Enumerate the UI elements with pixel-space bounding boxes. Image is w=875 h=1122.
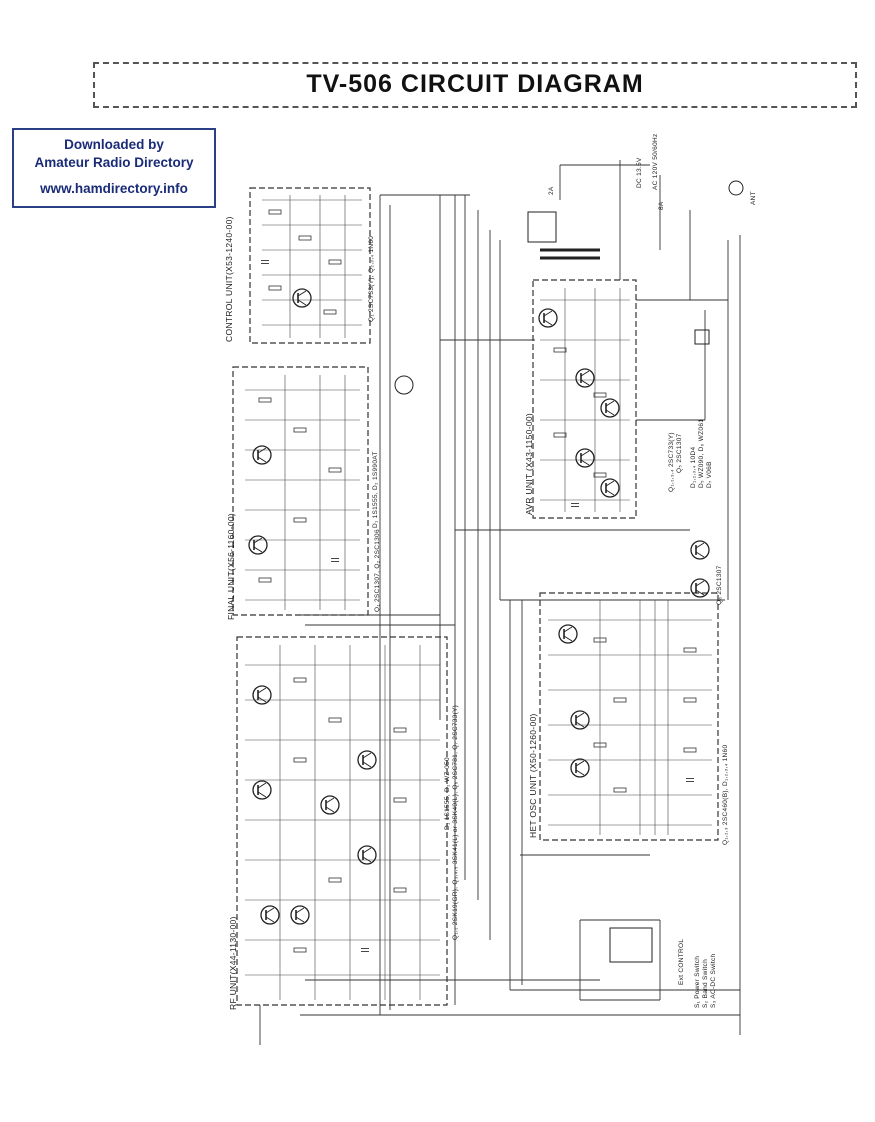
switch-note-3: S₃ AC-DC Switch [710,953,717,1008]
ac-input-label: AC 120V 50/60Hz [652,133,659,190]
avr-d-note: D₁,₂,₃,₄ 10D4 [690,446,697,488]
title-bottom-rule [93,106,857,108]
fuse-dc-label: 8A [658,201,665,210]
avr-q-note: Q₁,₂,₃,₄ 2SC733(Y) [668,432,675,492]
title-left-edge [93,62,95,108]
notice-line-2: Amateur Radio Directory [34,155,194,170]
title-band: TV-506 CIRCUIT DIAGRAM [93,62,857,108]
avr-unit-outline [532,279,637,519]
fuse-ac-label: 2A [548,186,555,195]
title-right-edge [855,62,857,108]
dc-input-label: DC 13.5V [636,157,643,188]
final-d-note: D₁ 1S1555, D₂ 1S990AT [372,451,379,528]
passive-components [258,209,697,953]
notice-url[interactable]: www.hamdirectory.info [40,181,188,196]
title-top-rule [93,62,857,64]
avr-d7-note: D₇ V06B [706,461,713,488]
avr-q5-note: Q₅ 2SC1307 [676,433,683,473]
control-unit-outline [249,187,371,344]
final-q-note: Q₁ 2SC1307, Q₂ 2SC1306 [374,529,381,612]
page-title: TV-506 CIRCUIT DIAGRAM [306,70,644,98]
avr-d5-note: D₅ WZ090, D₆ WZ061 [698,418,705,488]
notice-line-1: Downloaded by [64,137,164,152]
final-unit-label: FINAL UNIT(X56-1160-00) [226,512,236,620]
rf-unit-label: RF UNIT(X44-1130-00) [228,916,238,1010]
control-q-note: Q₁ 2SC733(Y), Q₂,₃,₄ 1N60 [368,235,375,322]
q6-ext-note: Q₆ 2SC1307 [716,565,723,605]
avr-unit-label: AVR UNIT (X43-1150-00) [524,412,534,515]
ext-control-label: Ext CONTROL [678,938,685,985]
het-q-note: Q₁,₂,₃ 2SC460(B), D₁,₂,₃,₄ 1N60 [722,744,729,845]
switch-note-1: S₁ Power Switch [694,955,701,1008]
switch-note-2: S₂ Band Switch [702,959,709,1008]
rf-d-note: D₁ 1S1555, D₂ WZ-050 [444,757,451,830]
het-osc-unit-outline [539,592,719,841]
ant-label: ANT [750,191,757,205]
het-osc-unit-label: HET OSC UNIT (X50-1260-00) [528,713,538,838]
final-unit-outline [232,366,369,616]
control-unit-label: CONTROL UNIT(X53-1240-00) [224,216,234,342]
rf-unit-outline [236,636,448,1006]
download-notice: Downloaded by Amateur Radio Directory ww… [12,128,216,208]
rf-q-note: Q₁,₂ 2SK19(GR), Q₃,₄,₅ 3SK41(L) or 3SK40… [452,704,459,940]
